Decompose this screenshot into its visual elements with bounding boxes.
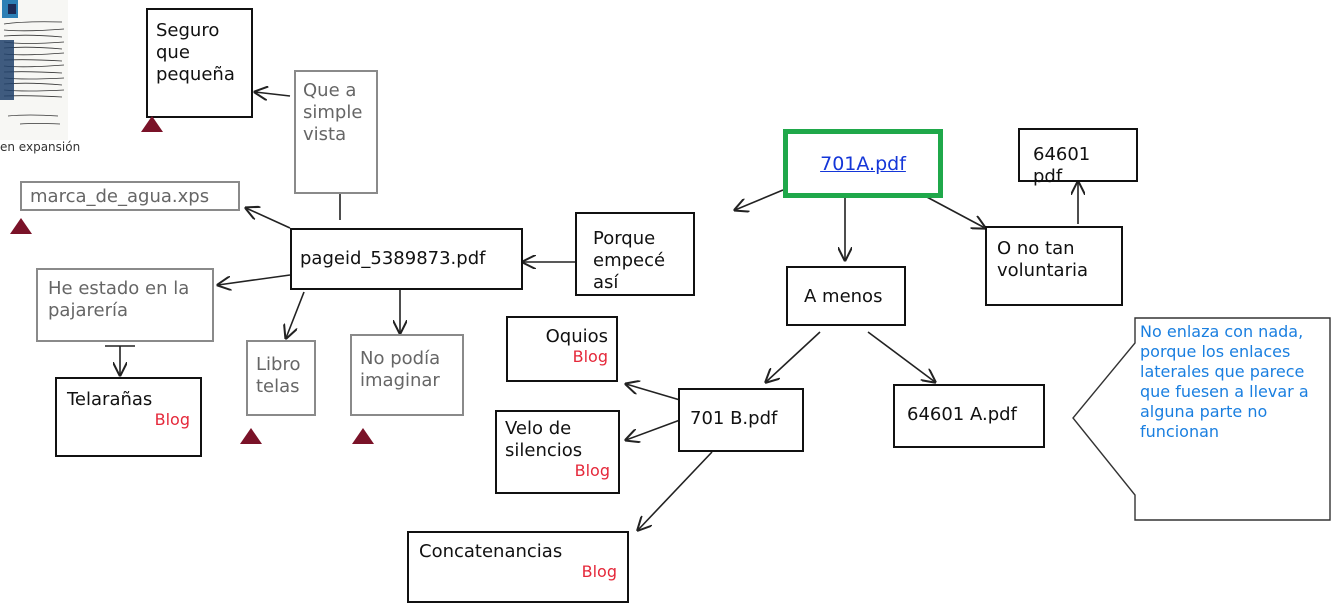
node-concatenancias: Concatenancias Blog: [407, 531, 629, 603]
triangle-marker: [240, 428, 262, 444]
node-telaranas: Telarañas Blog: [55, 377, 202, 457]
node-he-estado: He estado en la pajarería: [36, 268, 214, 342]
triangle-marker: [352, 428, 374, 444]
node-64601-pdf: 64601 pdf: [1018, 128, 1138, 187]
triangle-marker: [141, 116, 163, 132]
blog-label: Blog: [154, 410, 190, 429]
node-pageid: pageid_5389873.pdf: [290, 228, 523, 290]
node-o-no-tan-voluntaria: O no tan voluntaria: [985, 226, 1123, 306]
node-libro-telas: Libro telas: [246, 340, 316, 416]
node-oquios: Oquios Blog: [506, 316, 618, 382]
node-a-menos: A menos: [786, 266, 906, 326]
node-porque-empece-asi: Porque empecé así: [575, 212, 695, 296]
node-64601a-pdf: 64601 A.pdf: [893, 384, 1045, 448]
triangle-marker: [10, 218, 32, 234]
blog-label: Blog: [581, 562, 617, 581]
thumbnail-caption: en expansión: [0, 140, 81, 154]
node-seguro-que-pequena: Seguro que pequeña: [146, 8, 253, 118]
callout-note: No enlaza con nada, porque los enlaces l…: [1140, 322, 1309, 441]
link-701a[interactable]: 701A.pdf: [820, 152, 906, 175]
blog-label: Blog: [572, 347, 608, 366]
thumbnail-image: [0, 0, 68, 140]
blog-label: Blog: [574, 461, 610, 480]
node-que-a-simple-vista: Que a simple vista: [294, 70, 378, 194]
node-701a-link-frame: 701A.pdf: [783, 129, 943, 198]
node-no-podia-imaginar: No podía imaginar: [350, 334, 464, 416]
node-marca-de-agua: marca_de_agua.xps: [20, 181, 240, 211]
node-701b-pdf: 701 B.pdf: [678, 388, 804, 452]
node-velo-de-silencios: Velo de silencios Blog: [495, 410, 620, 494]
